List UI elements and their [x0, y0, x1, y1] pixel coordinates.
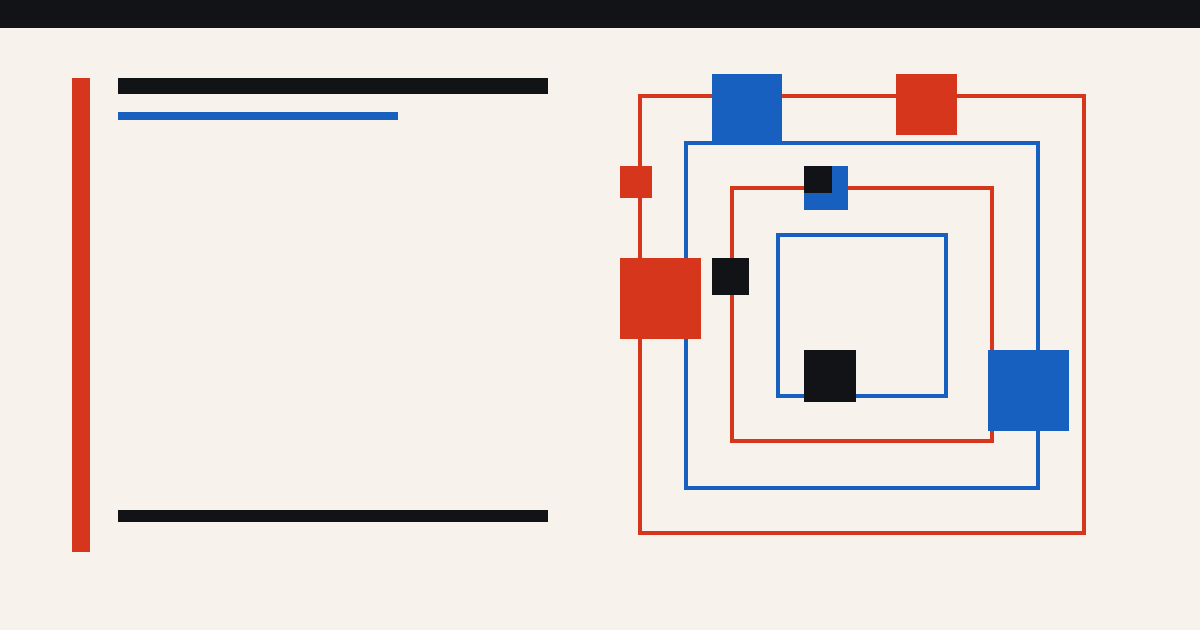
blue-square-right	[988, 350, 1069, 431]
top-bar	[0, 0, 1200, 28]
outer-red-frame	[638, 94, 1086, 535]
left-accent-bar	[72, 78, 90, 552]
footer-bar	[118, 510, 548, 522]
subheadline-bar	[118, 112, 398, 120]
headline-bar	[118, 78, 548, 94]
blue-square-top	[712, 74, 782, 142]
black-square-left	[712, 258, 749, 295]
black-square-small	[804, 166, 832, 193]
red-square-small	[620, 166, 652, 198]
inner-red-frame	[730, 186, 994, 443]
black-square-center	[804, 350, 856, 402]
red-square-left	[620, 258, 701, 339]
blue-frame	[684, 141, 1040, 490]
innermost-blue-frame	[776, 233, 948, 398]
red-square-top-right	[896, 74, 957, 135]
